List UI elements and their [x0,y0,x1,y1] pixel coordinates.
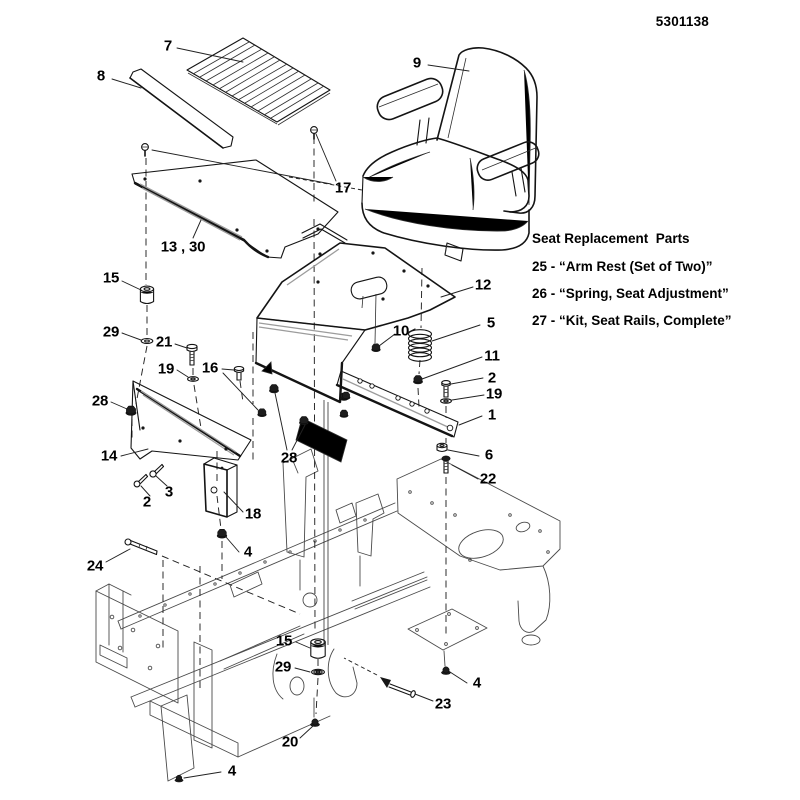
callout-18-14: 18 [244,505,262,523]
part-13-30-seat-plate [131,159,348,259]
callout-13-30-4: 13 , 30 [160,238,206,256]
callout-2-12: 2 [142,493,152,511]
callout-29-28: 29 [274,658,292,676]
notes-title: Seat Replacement Parts [532,231,690,246]
callout-28-10: 28 [91,392,109,410]
bushing-15-upper [139,285,155,305]
rod-24 [124,538,158,556]
washer-19-left [187,376,199,382]
callout-21-7: 21 [155,333,173,351]
part-9-seat [361,47,540,262]
bolt-17-right [310,126,318,140]
callout-15-27: 15 [275,632,293,650]
part-5-spring [407,328,433,362]
leader-lines [105,47,485,779]
callout-5-19: 5 [486,314,496,332]
seat-replacement-notes: Seat Replacement Parts 25 - “Arm Rest (S… [532,231,732,340]
callout-4-31: 4 [472,674,482,692]
washer-29-upper [140,337,154,345]
assembly-axes [131,137,447,715]
note-item: 26 - “Spring, Seat Adjustment” [532,286,729,301]
callout-28-26: 28 [280,449,298,467]
callout-19-22: 19 [485,385,503,403]
bolt-2-left [133,473,149,488]
callout-6-24: 6 [484,446,494,464]
callout-7-0: 7 [163,37,173,55]
callout-11-20: 11 [484,347,500,365]
callout-17-3: 17 [334,179,352,197]
part-8-panel [129,68,234,149]
callout-2-21: 2 [487,369,497,387]
callout-24-16: 24 [86,557,104,575]
bolt-16 [233,365,245,381]
part-18-bracket [203,457,238,518]
callout-29-6: 29 [102,323,120,341]
callout-14-11: 14 [100,447,118,465]
part-12-seat-support [254,242,456,645]
washer-29-lower [311,668,325,676]
part-1-seat-rail [335,370,459,438]
callout-10-18: 10 [392,322,410,340]
notes-list: 25 - “Arm Rest (Set of Two)” 26 - “Spring… [532,259,732,328]
callout-4-32: 4 [227,762,237,780]
note-item: 25 - “Arm Rest (Set of Two)” [532,259,713,274]
part-14-bracket [130,380,252,461]
callout-9-2: 9 [412,54,422,72]
frame-chassis [95,448,561,782]
callout-22-25: 22 [479,470,497,488]
part-7-floor-mat [186,37,331,126]
spacer-6 [436,442,448,453]
callout-15-5: 15 [102,269,120,287]
callout-4-15: 4 [243,543,253,561]
note-item: 27 - “Kit, Seat Rails, Complete” [532,313,732,328]
bolt-17-left [141,143,149,157]
document-number: 5301138 [655,14,709,29]
callout-8-1: 8 [96,67,106,85]
callout-3-13: 3 [164,483,174,501]
callout-23-30: 23 [434,695,452,713]
bolt-2-right [441,380,451,398]
bolt-3 [149,463,165,478]
bushing-15-lower [310,638,326,659]
callout-19-8: 19 [157,360,175,378]
callout-20-29: 20 [281,733,299,751]
rod-23 [380,677,416,698]
callout-16-9: 16 [201,359,219,377]
callout-12-17: 12 [474,276,492,294]
bolt-21 [186,343,198,366]
bolt-22 [441,455,451,474]
washer-19-right [440,398,452,404]
callout-1-23: 1 [487,406,497,424]
